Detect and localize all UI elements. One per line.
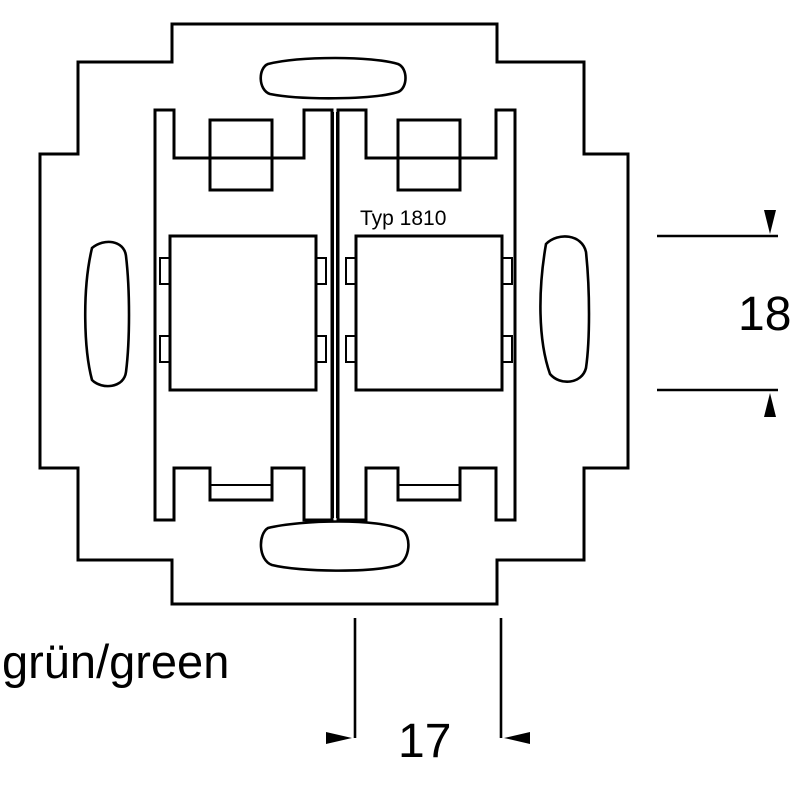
right-inner-frame [336, 108, 517, 522]
left-socket [168, 234, 318, 392]
width-dim-arrow-left [326, 732, 352, 744]
left-inner-frame [153, 108, 334, 522]
left-oval-slot [83, 240, 131, 388]
height-dim-arrow-top [764, 210, 776, 234]
bottom-right-clip [397, 484, 461, 501]
height-dimension-value: 18 [738, 288, 791, 341]
right-socket-tab-br [501, 335, 513, 363]
color-label: grün/green [2, 635, 229, 688]
left-socket-tab-br [315, 335, 327, 363]
type-label: Typ 1810 [360, 207, 446, 230]
right-socket-tab-bl [345, 335, 357, 363]
bottom-left-clip [209, 484, 273, 501]
height-dim-arrow-bottom [764, 393, 776, 417]
width-dim-arrow-right [504, 732, 530, 744]
top-left-clip [208, 118, 274, 160]
left-socket-tab-tl [159, 257, 171, 285]
right-socket [354, 234, 504, 392]
right-socket-tab-tl [345, 257, 357, 285]
width-dimension-value: 17 [398, 715, 451, 768]
top-oval-slot [259, 56, 407, 100]
plate-outline [38, 22, 630, 606]
left-socket-tab-bl [159, 335, 171, 363]
left-socket-tab-tr [315, 257, 327, 285]
right-oval-slot [539, 235, 591, 383]
right-socket-tab-tr [501, 257, 513, 285]
bottom-oval-slot [259, 520, 410, 572]
top-right-clip [396, 118, 462, 160]
